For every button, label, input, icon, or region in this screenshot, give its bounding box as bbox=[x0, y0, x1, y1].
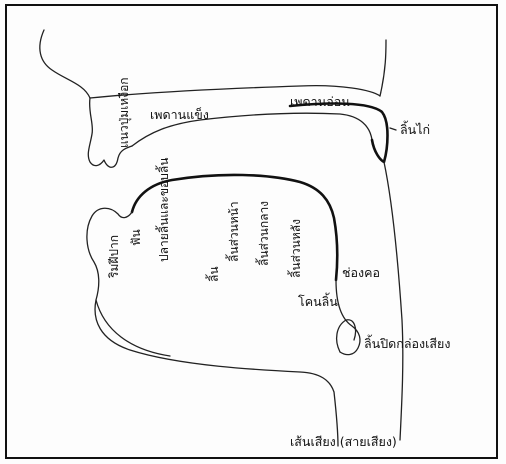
label-epiglottis: ลิ้นปิดกล่องเสียง bbox=[364, 334, 450, 351]
label-tongue: ลิ้น bbox=[205, 266, 221, 282]
label-hard-palate: เพดานแข็ง bbox=[150, 107, 209, 122]
epiglottis-outline bbox=[337, 320, 356, 352]
label-vocal-cords: เส้นเสียง (สายเสียง) bbox=[290, 434, 397, 449]
pharynx-wall-long bbox=[384, 162, 403, 440]
uvula-leader bbox=[390, 128, 396, 130]
label-tongue-front: ลิ้นส่วนหน้า bbox=[225, 201, 241, 262]
soft-palate-edge bbox=[290, 104, 388, 162]
label-uvula: ลิ้นไก่ bbox=[400, 120, 430, 137]
pharynx-back-wall bbox=[380, 40, 386, 96]
label-soft-palate: เพดานอ่อน bbox=[290, 94, 350, 109]
label-alveolar-ridge: แนวปุ่มเหงือก bbox=[117, 77, 132, 148]
label-lip: ริมฝีปาก bbox=[107, 235, 121, 279]
lower-jaw-outline bbox=[96, 300, 170, 356]
label-tongue-middle: ลิ้นส่วนกลาง bbox=[255, 201, 271, 266]
label-tooth: ฟัน bbox=[129, 229, 143, 246]
tongue-root-outline bbox=[336, 280, 360, 355]
nose-outline bbox=[40, 30, 90, 98]
label-tongue-tip: ปลายลิ้นและขอบลิ้น bbox=[155, 158, 171, 262]
label-tongue-root: โคนลิ้น bbox=[298, 292, 338, 309]
label-throat: ช่องคอ bbox=[342, 265, 380, 280]
label-tongue-back: ลิ้นส่วนหลัง bbox=[287, 219, 303, 278]
